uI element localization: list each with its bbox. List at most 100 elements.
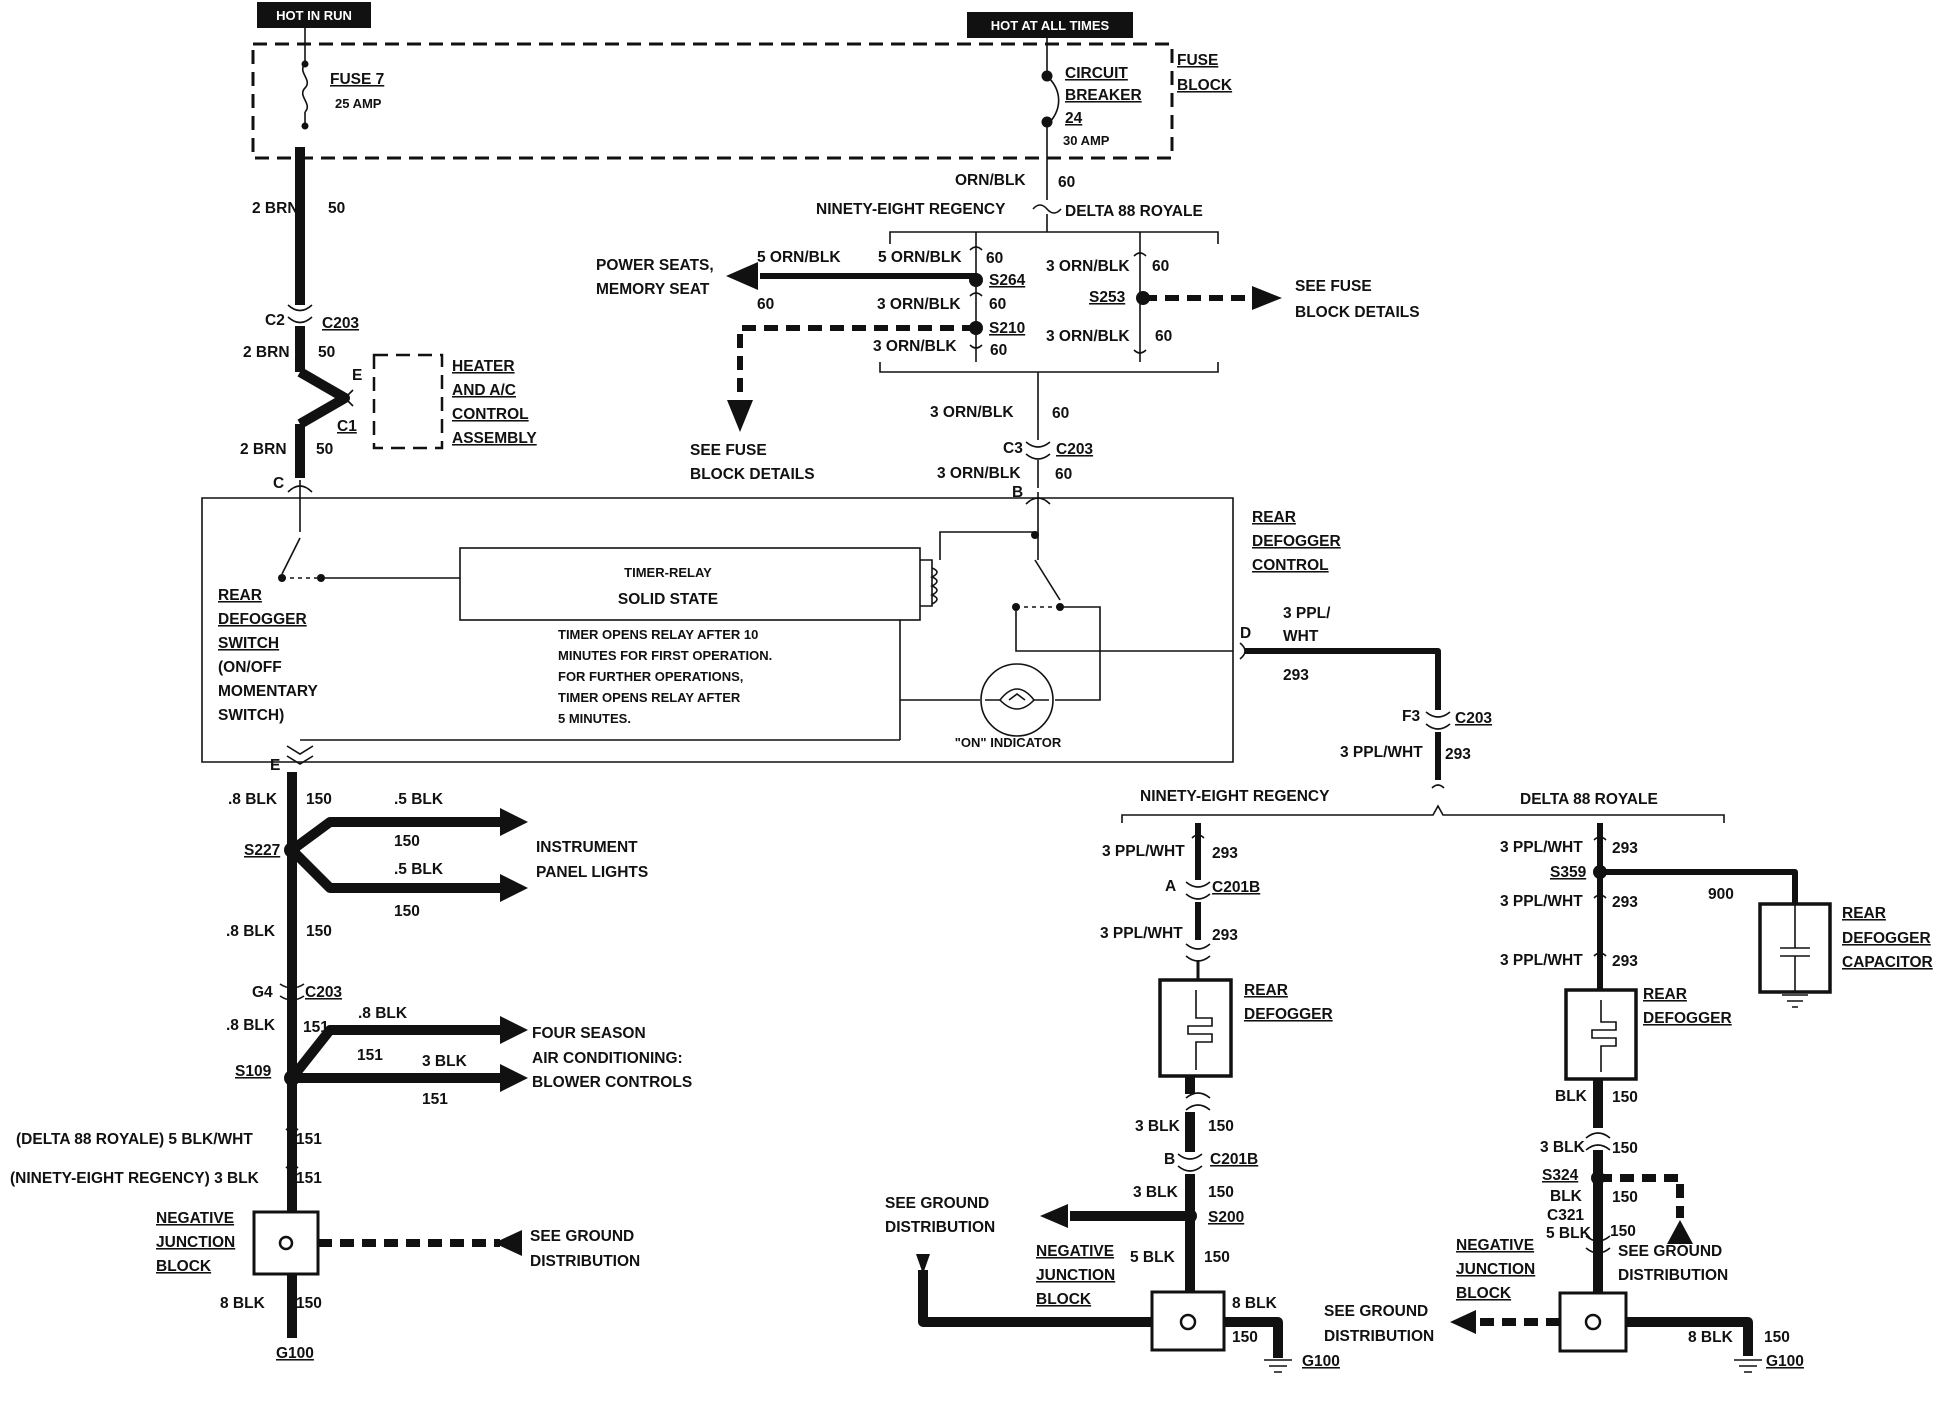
nineight-label-top: NINETY-EIGHT REGENCY <box>816 201 1006 218</box>
timer-note-4: TIMER OPENS RELAY AFTER <box>558 690 741 705</box>
n98-wire-3ppl-b: 3 PPL/WHT <box>1100 925 1183 942</box>
n98-rear-defogger-1: REAR <box>1244 982 1288 999</box>
wire-05blk-ip1: .5 BLK <box>394 791 444 808</box>
heater-label-2: AND A/C <box>452 382 516 399</box>
connector-c2: C2 <box>265 312 285 329</box>
d88-circuit-293-b: 293 <box>1612 894 1638 911</box>
d88-wire-8blk: 8 BLK <box>1688 1329 1734 1346</box>
wire-3ppl-wht-out: 3 PPL/WHT <box>1340 744 1423 761</box>
switch-label-1: REAR <box>218 587 262 604</box>
circuit-150-a: 150 <box>306 791 332 808</box>
circuit-60-s264: 60 <box>986 250 1003 267</box>
timer-note-3: FOR FURTHER OPERATIONS, <box>558 669 743 684</box>
connector-f3: F3 <box>1402 708 1420 725</box>
switch-label-3: SWITCH <box>218 635 279 652</box>
control-title-1: REAR <box>1252 509 1296 526</box>
wire-2brn-b: 2 BRN <box>243 344 290 361</box>
n98-rear-defogger-2: DEFOGGER <box>1244 1006 1333 1023</box>
d88-see-ground-right-1: SEE GROUND <box>1618 1243 1722 1260</box>
wire-wht: WHT <box>1283 628 1319 645</box>
ground-g100-left: G100 <box>276 1345 314 1362</box>
d88-splice-s324: S324 <box>1542 1167 1579 1184</box>
circuit-151-fs1: 151 <box>357 1047 383 1064</box>
circuit-60-top: 60 <box>1058 174 1075 191</box>
cb-line1: CIRCUIT <box>1065 65 1128 82</box>
power-seats-label-2: MEMORY SEAT <box>596 281 710 298</box>
connector-c203-d: C203 <box>1455 710 1492 727</box>
wire-08blk-c: .8 BLK <box>226 1017 276 1034</box>
delta88-wire-label: (DELTA 88 ROYALE) 5 BLK/WHT <box>16 1131 253 1148</box>
control-title-3: CONTROL <box>1252 557 1329 574</box>
connector-c203-c: C203 <box>305 984 342 1001</box>
splice-s253-group: 3 ORN/BLK 60 S253 3 ORN/BLK 60 SEE FUSE … <box>1046 232 1420 362</box>
circuit-50-b: 50 <box>318 344 335 361</box>
circuit-60-s210: 60 <box>990 342 1007 359</box>
d88-splice-s359: S359 <box>1550 864 1587 881</box>
n98-wire-3ppl-a: 3 PPL/WHT <box>1102 843 1185 860</box>
njb-left-label-2: JUNCTION <box>156 1234 235 1251</box>
circuit-60-ps: 60 <box>757 296 774 313</box>
d88-circuit-293-c: 293 <box>1612 953 1638 970</box>
d88-wire-3ppl-a: 3 PPL/WHT <box>1500 839 1583 856</box>
switch-label-6: SWITCH) <box>218 707 284 724</box>
n98-circuit-150-c: 150 <box>1204 1249 1230 1266</box>
n98-pin-b: B <box>1164 1151 1175 1168</box>
connector-c3: C3 <box>1003 440 1023 457</box>
output-feed-wire: 3 PPL/ WHT 293 F3 C203 3 PPL/WHT 293 NIN… <box>1121 605 1725 823</box>
circuit-151-d88: 151 <box>296 1131 322 1148</box>
njb-left-label-1: NEGATIVE <box>156 1210 234 1227</box>
hot-in-run-tag: HOT IN RUN <box>257 2 371 28</box>
heater-label-4: ASSEMBLY <box>452 430 537 447</box>
circuit-150-d: 150 <box>296 1295 322 1312</box>
fuse-block-label-1: FUSE <box>1177 52 1218 69</box>
d88-see-ground-left-2: DISTRIBUTION <box>1324 1328 1434 1345</box>
d88-wire-3ppl-b: 3 PPL/WHT <box>1500 893 1583 910</box>
wire-08blk-a: .8 BLK <box>228 791 278 808</box>
d88-njb-2: JUNCTION <box>1456 1261 1535 1278</box>
instrument-panel-label-1: INSTRUMENT <box>536 839 638 856</box>
pin-c: C <box>273 475 284 492</box>
delta-label-top: DELTA 88 ROYALE <box>1065 203 1203 220</box>
n98-splice-s200: S200 <box>1208 1209 1244 1226</box>
hot-at-all-times-label: HOT AT ALL TIMES <box>991 18 1110 33</box>
control-title-2: DEFOGGER <box>1252 533 1341 550</box>
d88-see-ground-right-2: DISTRIBUTION <box>1618 1267 1728 1284</box>
circuit-60-below: 60 <box>1052 405 1069 422</box>
nineight-label-bottom: NINETY-EIGHT REGENCY <box>1140 788 1330 805</box>
circuit-breaker-24: CIRCUIT BREAKER 24 30 AMP <box>1041 38 1142 158</box>
see-fuse-right-2: BLOCK DETAILS <box>1295 304 1420 321</box>
d88-wire-blk: BLK <box>1555 1088 1588 1105</box>
wire-08blk-fs: .8 BLK <box>358 1005 408 1022</box>
circuit-150-ip2: 150 <box>394 903 420 920</box>
n98-see-ground-2: DISTRIBUTION <box>885 1219 995 1236</box>
hot-at-all-times-tag: HOT AT ALL TIMES <box>967 12 1133 38</box>
circuit-50-c: 50 <box>316 441 333 458</box>
fuse-7-rating: 25 AMP <box>335 96 382 111</box>
wire-2brn-a: 2 BRN <box>252 200 299 217</box>
d88-wire-blk-b: BLK <box>1550 1188 1583 1205</box>
see-fuse-left-1: SEE FUSE <box>690 442 767 459</box>
n98-wire-8blk: 8 BLK <box>1232 1295 1278 1312</box>
circuit-293-out2: 293 <box>1445 746 1471 763</box>
connector-c1: C1 <box>337 418 357 435</box>
circuit-50-a: 50 <box>328 200 345 217</box>
d88-njb-1: NEGATIVE <box>1456 1237 1534 1254</box>
d88-branch: 3 PPL/WHT 293 S359 900 3 PPL/WHT 293 3 P… <box>1324 823 1933 1373</box>
njb-left-label-3: BLOCK <box>156 1258 212 1275</box>
n98-see-ground-1: SEE GROUND <box>885 1195 989 1212</box>
n98-ground-g100: G100 <box>1302 1353 1340 1370</box>
d88-circuit-150-b: 150 <box>1612 1140 1638 1157</box>
wire-05blk-ip2: .5 BLK <box>394 861 444 878</box>
switch-label-2: DEFOGGER <box>218 611 307 628</box>
heater-label-1: HEATER <box>452 358 515 375</box>
relay-label-2: SOLID STATE <box>618 591 718 608</box>
capacitor-label-2: DEFOGGER <box>1842 930 1931 947</box>
d88-circuit-150-a: 150 <box>1612 1089 1638 1106</box>
splice-s253: S253 <box>1089 289 1126 306</box>
circuit-60-s264b: 60 <box>989 296 1006 313</box>
capacitor-label-3: CAPACITOR <box>1842 954 1933 971</box>
wire-3orn-s264: 3 ORN/BLK <box>877 296 961 313</box>
circuit-60-s253-bot: 60 <box>1155 328 1172 345</box>
wire-3orn-below: 3 ORN/BLK <box>930 404 1014 421</box>
fuse-block-label-2: BLOCK <box>1177 77 1233 94</box>
